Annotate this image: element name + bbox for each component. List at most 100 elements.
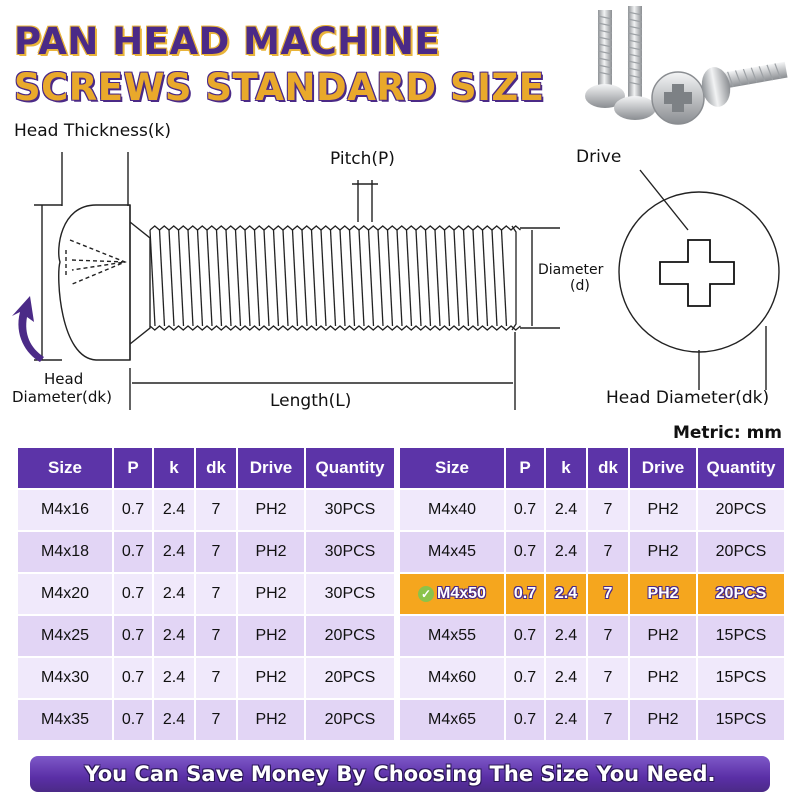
col-p: P [114,448,154,488]
table-cell: 0.7 [114,656,154,698]
col-size: Size [400,448,506,488]
table-cell: 0.7 [506,698,546,740]
col-dk: dk [588,448,630,488]
table-cell: 7 [196,488,238,530]
table-cell: M4x65 [400,698,506,740]
col-k: k [546,448,588,488]
col-p: P [506,448,546,488]
banner-text: You Can Save Money By Choosing The Size … [84,762,716,786]
col-quantity: Quantity [698,448,784,488]
table-cell: M4x45 [400,530,506,572]
table-cell: M4x40 [400,488,506,530]
table-cell: ✓M4x50 [400,572,506,614]
table-cell: PH2 [630,572,698,614]
table-cell: 7 [588,656,630,698]
table-cell: PH2 [630,488,698,530]
table-cell: 20PCS [698,530,784,572]
table-cell: PH2 [238,572,306,614]
label-head: Head [44,370,84,388]
table-cell: 7 [588,572,630,614]
col-quantity: Quantity [306,448,394,488]
table-cell: 20PCS [306,698,394,740]
table-cell: 2.4 [154,698,196,740]
table-cell: PH2 [238,656,306,698]
screws-photo [585,6,788,125]
table-cell: 20PCS [698,572,784,614]
table-cell: 7 [588,530,630,572]
screw-diagram [12,152,780,410]
table-cell: 2.4 [546,530,588,572]
table-cell: M4x60 [400,656,506,698]
table-cell: 0.7 [506,614,546,656]
title-line-1: PAN HEAD MACHINE [14,20,441,63]
table-cell: 2.4 [154,572,196,614]
savings-banner: You Can Save Money By Choosing The Size … [30,756,770,792]
table-cell: 0.7 [506,488,546,530]
table-cell: 0.7 [114,698,154,740]
label-length: Length(L) [270,391,352,411]
table-cell: PH2 [238,614,306,656]
table-cell: 2.4 [154,488,196,530]
table-cell: 0.7 [506,656,546,698]
label-pitch: Pitch(P) [330,149,395,169]
table-cell: M4x20 [18,572,114,614]
table-cell: 20PCS [698,488,784,530]
label-drive: Drive [576,147,622,167]
table-cell: 7 [196,614,238,656]
table-cell: M4x16 [18,488,114,530]
table-cell: M4x18 [18,530,114,572]
table-cell: 20PCS [306,656,394,698]
cell-text: M4x50 [437,585,486,602]
table-cell: 15PCS [698,614,784,656]
table-cell: PH2 [630,530,698,572]
table-cell: 2.4 [546,488,588,530]
table-cell: 2.4 [546,656,588,698]
label-head-thickness: Head Thickness(k) [14,121,171,141]
table-cell: 0.7 [114,572,154,614]
label-diameter-d: (d) [570,278,590,294]
col-drive: Drive [630,448,698,488]
table-cell: M4x30 [18,656,114,698]
table-cell: 30PCS [306,488,394,530]
table-cell: 15PCS [698,656,784,698]
table-cell: 7 [588,488,630,530]
table-cell: 0.7 [114,530,154,572]
table-cell: PH2 [238,698,306,740]
table-cell: 2.4 [154,530,196,572]
table-cell: 0.7 [506,530,546,572]
table-cell: 2.4 [154,656,196,698]
check-icon: ✓ [418,585,435,602]
table-cell: 7 [196,656,238,698]
col-size: Size [18,448,114,488]
table-cell: 30PCS [306,530,394,572]
table-cell: 2.4 [546,698,588,740]
table-cell: 30PCS [306,572,394,614]
table-cell: PH2 [238,530,306,572]
label-head-diameter: Head Diameter(dk) [606,388,770,408]
table-cell: 15PCS [698,698,784,740]
table-cell: M4x25 [18,614,114,656]
table-cell: 2.4 [154,614,196,656]
label-diameter: Diameter [538,262,604,278]
table-cell: 7 [588,614,630,656]
table-cell: 0.7 [114,488,154,530]
table-cell: 0.7 [114,614,154,656]
table-cell: 2.4 [546,614,588,656]
table-cell: M4x55 [400,614,506,656]
table-cell: PH2 [630,614,698,656]
table-cell: PH2 [630,656,698,698]
table-cell: 0.7 [506,572,546,614]
label-head-diameter-dk: Diameter(dk) [12,388,112,406]
